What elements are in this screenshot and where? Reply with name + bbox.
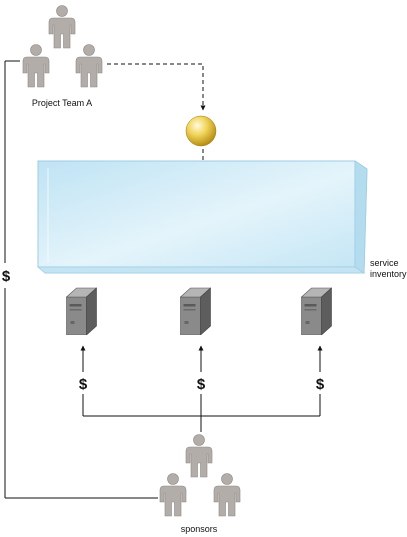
sponsor-icon <box>159 473 187 517</box>
server-icon <box>180 287 211 335</box>
team-member-icon <box>48 5 76 49</box>
funding-dollar-icon: $ <box>316 376 325 393</box>
sponsors-group: sponsors <box>159 434 241 534</box>
service-inventory-slab <box>36 160 368 274</box>
project-team-label: Project Team A <box>32 98 92 108</box>
team-member-icon <box>22 44 50 88</box>
inventory-label-line1: service <box>370 258 399 268</box>
sponsor-icon <box>185 434 213 478</box>
sponsor-to-team-connector <box>4 60 158 499</box>
funding-dollar-icon: $ <box>197 376 206 393</box>
server-icon <box>301 287 332 335</box>
server-icon <box>66 287 97 335</box>
team-member-icon <box>75 44 103 88</box>
project-team-group: Project Team A <box>22 5 103 108</box>
request-sphere-icon <box>185 115 217 147</box>
service-inventory-label: service inventory <box>370 258 407 279</box>
sponsor-icon <box>213 473 241 517</box>
inventory-label-line2: inventory <box>370 269 407 279</box>
funding-connectors <box>80 345 323 432</box>
sponsors-label: sponsors <box>181 524 218 534</box>
team-request-connector <box>107 63 206 111</box>
funding-dollar-icon: $ <box>2 268 11 285</box>
funding-dollar-icon: $ <box>79 376 88 393</box>
